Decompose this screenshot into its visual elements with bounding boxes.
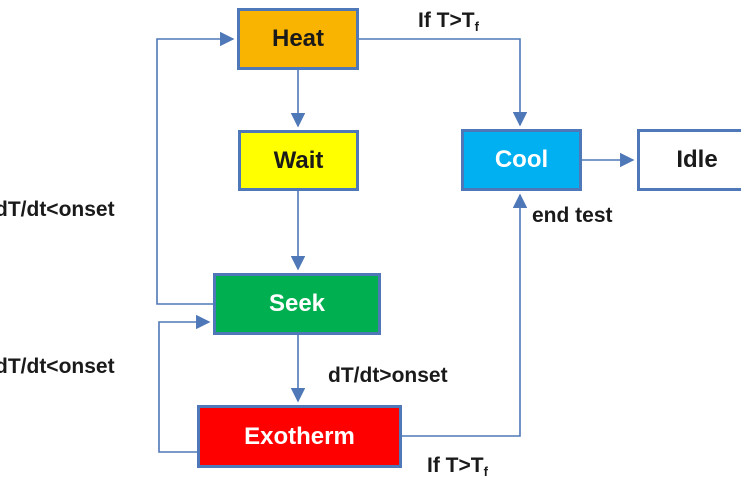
idle-state-label: Idle <box>676 146 718 173</box>
edge-label-exotherm-to-cool-text: If T>T <box>427 454 484 477</box>
edge-label-heat-to-cool-subscript: f <box>474 19 479 34</box>
heat-state-label: Heat <box>271 25 325 52</box>
cool-state-box: Cool <box>461 129 582 191</box>
exotherm-state-box: Exotherm <box>197 405 402 468</box>
wait-state-box: Wait <box>238 130 359 191</box>
heat-state-box: Heat <box>237 8 359 70</box>
seek-state-label: Seek <box>268 290 326 317</box>
seek-state-box: Seek <box>213 273 381 335</box>
edge-label-heat-to-cool-text: If T>T <box>418 9 475 32</box>
idle-state-box: Idle <box>637 129 741 191</box>
edge-label-exotherm-to-cool: If T>Tf <box>427 455 488 478</box>
cool-state-label: Cool <box>494 146 549 173</box>
edge-label-exotherm-to-cool-subscript: f <box>483 464 488 479</box>
edge-label-heat-to-cool: If T>Tf <box>418 10 479 33</box>
edge-label-cool-end-test: end test <box>532 204 613 227</box>
edge-exotherm-to-cool <box>402 193 528 437</box>
edge-label-exotherm-to-seek: dT/dt<onset <box>0 355 115 378</box>
edge-label-seek-to-exotherm: dT/dt>onset <box>328 364 448 387</box>
exotherm-state-label: Exotherm <box>244 422 355 450</box>
edge-label-seek-to-heat: dT/dt<onset <box>0 198 115 221</box>
edge-seek-to-heat <box>156 31 235 305</box>
edge-heat-to-cool <box>359 38 528 127</box>
edge-exotherm-to-seek <box>158 314 211 453</box>
wait-state-label: Wait <box>273 146 324 174</box>
